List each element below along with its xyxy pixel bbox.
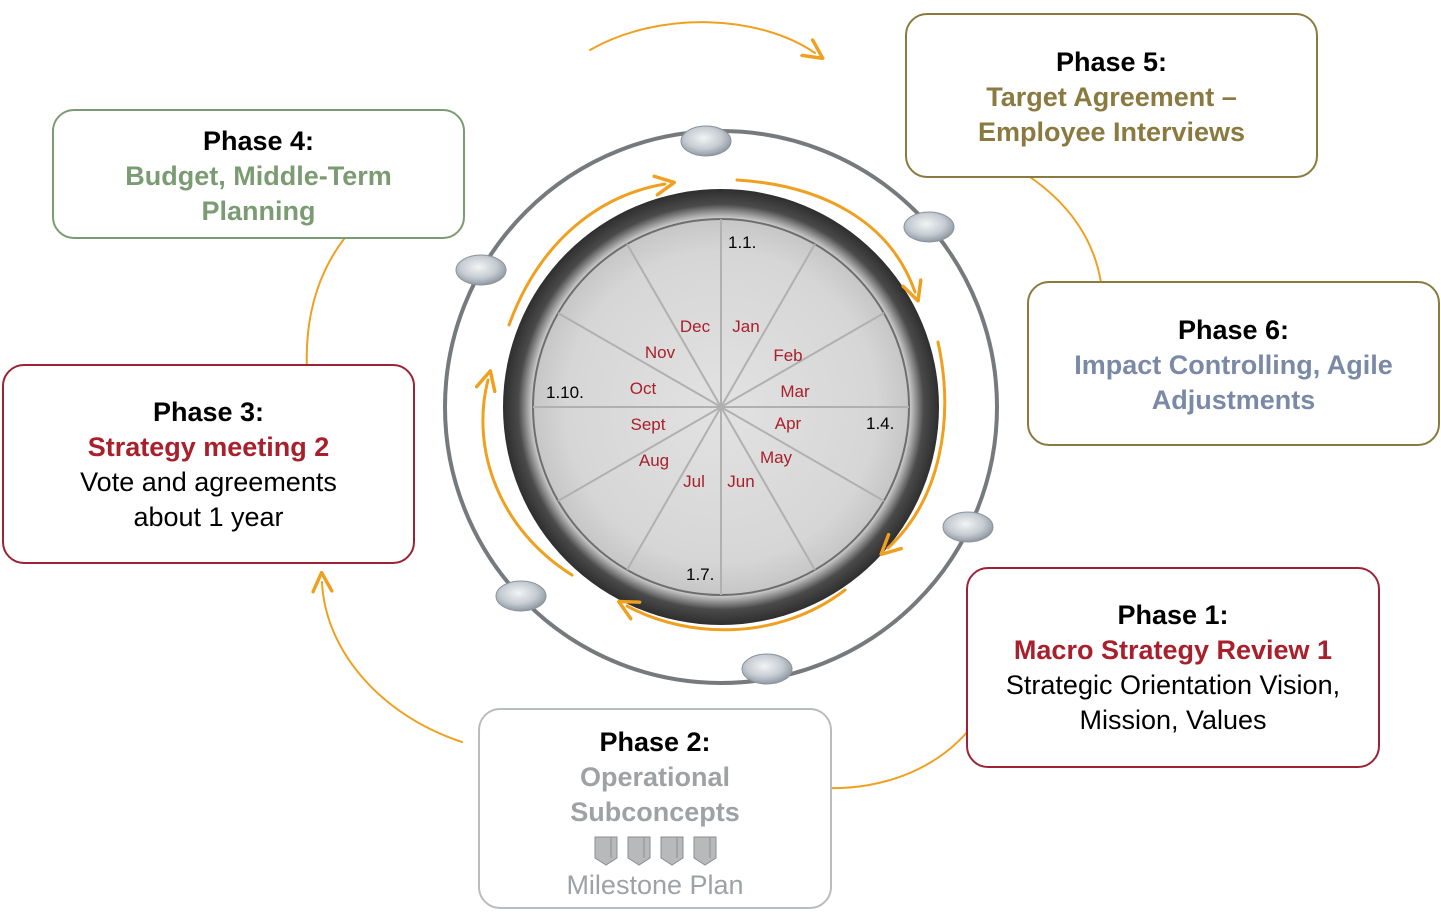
- stone-marker: [455, 254, 507, 286]
- month-label-nov: Nov: [645, 343, 676, 362]
- stone-marker: [903, 211, 955, 243]
- stone-marker: [942, 511, 994, 543]
- phase-6-subtitle-line-2: Adjustments: [1151, 385, 1316, 415]
- phase-5-title: Phase 5:: [1055, 47, 1168, 77]
- phase-3-description-line-2: about 1 year: [133, 502, 284, 532]
- inner-cycle-arrow: [735, 178, 915, 292]
- connector-arrow: [322, 582, 463, 743]
- phase-2-subtitle-line-1: Operational: [579, 762, 731, 792]
- phase-1-subtitle: Macro Strategy Review 1: [1013, 635, 1333, 665]
- wheel-spokes: [533, 219, 909, 595]
- phase-3-subtitle: Strategy meeting 2: [87, 432, 330, 462]
- phase-2-subtitle-line-2: Subconcepts: [570, 797, 740, 827]
- phase-1-description-line-2: Mission, Values: [1079, 705, 1267, 735]
- phase-6-subtitle-line-1: Impact Controlling, Agile: [1074, 350, 1393, 380]
- month-label-dec: Dec: [680, 317, 711, 336]
- phase-4-subtitle-line-1: Budget, Middle-Term: [125, 161, 392, 191]
- date-label-right: 1.4.: [866, 414, 894, 433]
- date-label-bottom: 1.7.: [686, 565, 714, 584]
- phase-4-box: Phase 4: Budget, Middle-Term Planning: [52, 109, 465, 239]
- inner-cycle-arrow: [507, 184, 665, 327]
- phase-6-box: Phase 6: Impact Controlling, Agile Adjus…: [1027, 281, 1440, 446]
- month-label-oct: Oct: [630, 379, 657, 398]
- phase-4-title: Phase 4:: [202, 126, 315, 156]
- phase-3-title: Phase 3:: [152, 397, 265, 427]
- phase-3-description-line-1: Vote and agreements: [80, 467, 337, 497]
- document-icon: [693, 836, 716, 866]
- phase-4-subtitle-line-2: Planning: [201, 196, 316, 226]
- document-icon: [594, 836, 617, 866]
- connector-arrow: [589, 21, 815, 53]
- milestone-documents: [480, 836, 830, 866]
- phase-6-title: Phase 6:: [1177, 315, 1290, 345]
- stone-marker: [680, 125, 732, 157]
- date-label-top: 1.1.: [728, 233, 756, 252]
- month-label-may: May: [760, 448, 793, 467]
- stone-marker: [741, 653, 793, 685]
- document-icon: [660, 836, 683, 866]
- phase-1-title: Phase 1:: [1117, 600, 1229, 630]
- month-label-jun: Jun: [727, 472, 754, 491]
- month-label-sept: Sept: [631, 415, 666, 434]
- phase-1-description-line-1: Strategic Orientation Vision,: [1005, 670, 1341, 700]
- phase-1-box: Phase 1: Macro Strategy Review 1 Strateg…: [966, 567, 1380, 768]
- month-label-jan: Jan: [732, 317, 759, 336]
- connector-arrow: [810, 699, 989, 788]
- inner-cycle-arrow: [483, 380, 574, 577]
- phase-5-subtitle-line-1: Target Agreement –: [986, 82, 1237, 112]
- inner-cycle-arrow: [627, 588, 847, 632]
- date-label-left: 1.10.: [546, 383, 584, 402]
- phase-2-box: Phase 2: Operational Subconcepts Milesto…: [478, 708, 832, 909]
- month-label-jul: Jul: [683, 472, 705, 491]
- phase-5-box: Phase 5: Target Agreement – Employee Int…: [905, 13, 1318, 178]
- month-label-apr: Apr: [775, 414, 802, 433]
- document-icon: [627, 836, 650, 866]
- phase-2-title: Phase 2:: [599, 727, 711, 757]
- phase-5-subtitle-line-2: Employee Interviews: [977, 117, 1246, 147]
- month-label-aug: Aug: [639, 451, 669, 470]
- month-label-mar: Mar: [780, 382, 810, 401]
- stone-marker: [495, 580, 547, 612]
- inner-cycle-arrow: [888, 340, 947, 548]
- month-label-feb: Feb: [773, 346, 802, 365]
- phase-3-box: Phase 3: Strategy meeting 2 Vote and agr…: [2, 364, 415, 564]
- phase-2-milestone-plan: Milestone Plan: [566, 870, 744, 900]
